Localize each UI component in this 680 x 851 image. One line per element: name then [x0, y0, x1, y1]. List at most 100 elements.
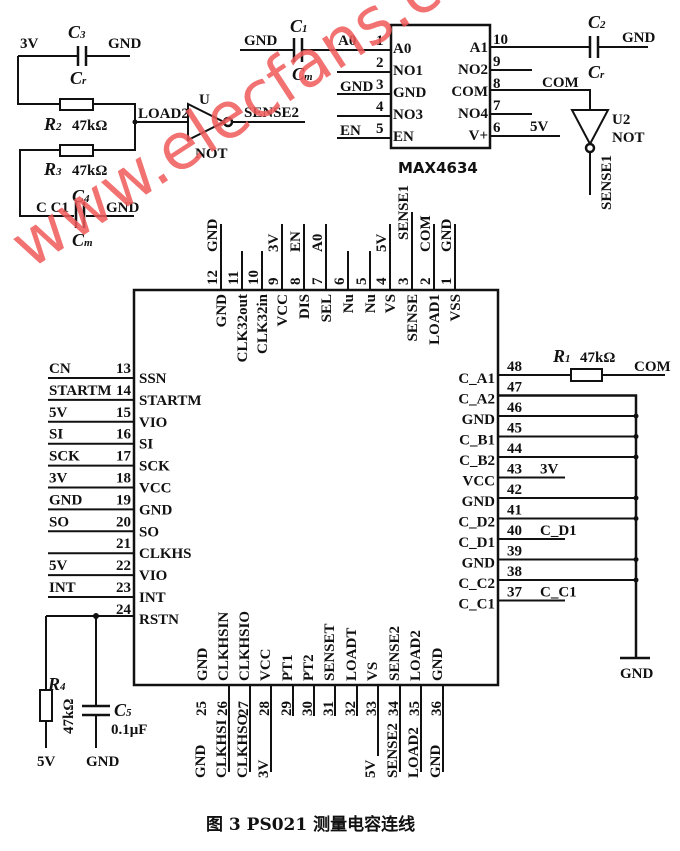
- svg-text:C1: C1: [290, 16, 308, 36]
- pin-name: V+: [469, 128, 488, 144]
- pin-name: STARTM: [139, 393, 202, 409]
- pin-number: 28: [257, 701, 273, 716]
- resistor-r1: R1 47kΩ: [552, 346, 615, 382]
- pin-name: PT1: [280, 654, 296, 681]
- svg-text:47kΩ: 47kΩ: [61, 699, 77, 734]
- net-label: GND: [205, 219, 221, 253]
- pin-number: 6: [493, 120, 501, 136]
- pin-name: A1: [470, 40, 488, 56]
- svg-text:Cm: Cm: [292, 64, 313, 84]
- pin-number: 10: [493, 32, 508, 48]
- pin-number: 19: [116, 492, 131, 508]
- ps021-pin-40: 40C_D1C_D1: [458, 523, 576, 551]
- resistor-r3: R3 47kΩ: [43, 144, 107, 179]
- pin-name: RSTN: [139, 612, 179, 628]
- svg-text:47kΩ: 47kΩ: [72, 118, 107, 134]
- pin-number: 32: [343, 701, 359, 716]
- ps021-pin-37: 37C_C1C_C1: [458, 585, 576, 613]
- pin-number: 44: [507, 441, 523, 457]
- net-label: COM: [418, 215, 434, 252]
- net-label: CN: [49, 361, 71, 377]
- pin-number: 7: [493, 98, 501, 114]
- svg-text:NOT: NOT: [612, 130, 645, 146]
- svg-text:GND: GND: [86, 754, 120, 770]
- pin-name: C_B1: [459, 433, 495, 449]
- pin-name: C_B2: [459, 453, 495, 469]
- pin-number: 8: [288, 278, 304, 286]
- pin-name: C_A1: [458, 371, 495, 387]
- pin-number: 41: [507, 503, 522, 519]
- pin-name: NO3: [393, 107, 423, 123]
- pin-name: A0: [393, 41, 411, 57]
- pin-number: 10: [246, 270, 262, 285]
- pin-name: COM: [451, 84, 488, 100]
- pin-name: PT2: [301, 654, 317, 681]
- pin-name: SO: [139, 524, 159, 540]
- svg-text:R1: R1: [552, 346, 571, 366]
- net-label: SO: [49, 514, 69, 530]
- pin-number: 18: [116, 471, 131, 487]
- pin-name: C_A2: [458, 392, 495, 408]
- pin-name: INT: [139, 590, 166, 606]
- pin-name: DIS: [297, 294, 313, 319]
- net-label: STARTM: [49, 383, 112, 399]
- net-label: C_C1: [540, 585, 577, 601]
- net-label: 5V: [530, 119, 549, 135]
- pin-name: CLKHSIO: [237, 611, 253, 681]
- pin-name: GND: [430, 648, 446, 682]
- ps021-pin-38: 38C_C2: [458, 564, 639, 592]
- svg-text:C3: C3: [68, 22, 86, 42]
- pin-number: 43: [507, 462, 522, 478]
- net-label: SENSE1: [396, 185, 412, 240]
- svg-text:47kΩ: 47kΩ: [72, 163, 107, 179]
- pin-name: GND: [462, 412, 496, 428]
- pin-number: 12: [205, 270, 221, 285]
- svg-text:A0: A0: [338, 33, 356, 49]
- net-label: COM: [542, 75, 579, 91]
- net-label: EN: [288, 231, 304, 252]
- mux-pin-6: 6V+ 5V: [469, 119, 560, 144]
- svg-text:NOT: NOT: [195, 146, 228, 162]
- svg-text:C4: C4: [72, 186, 90, 206]
- svg-text:C C1: C C1: [36, 200, 69, 216]
- gnd-rail-label: GND: [620, 666, 654, 682]
- net-label: CLKHSI: [214, 719, 230, 778]
- pin-number: 1: [376, 33, 384, 49]
- inverter-u2: U2 NOT SENSE1: [490, 89, 645, 210]
- net-label: INT: [49, 580, 76, 596]
- pin-number: 25: [194, 701, 210, 716]
- pin-name: C_C2: [458, 576, 495, 592]
- ps021-pin-5: 5Nu: [354, 251, 379, 313]
- pin-name: SSN: [139, 371, 167, 387]
- net-label: GND: [340, 79, 374, 95]
- ps021-pin-6: 6Nu: [332, 251, 357, 313]
- pin-name: VCC: [463, 474, 496, 490]
- pin-number: 2: [376, 55, 384, 71]
- svg-text:0.1μF: 0.1μF: [111, 722, 147, 738]
- pin-number: 45: [507, 421, 522, 437]
- pin-name: GND: [462, 494, 496, 510]
- svg-text:R4: R4: [47, 674, 66, 694]
- pin-number: 20: [116, 514, 131, 530]
